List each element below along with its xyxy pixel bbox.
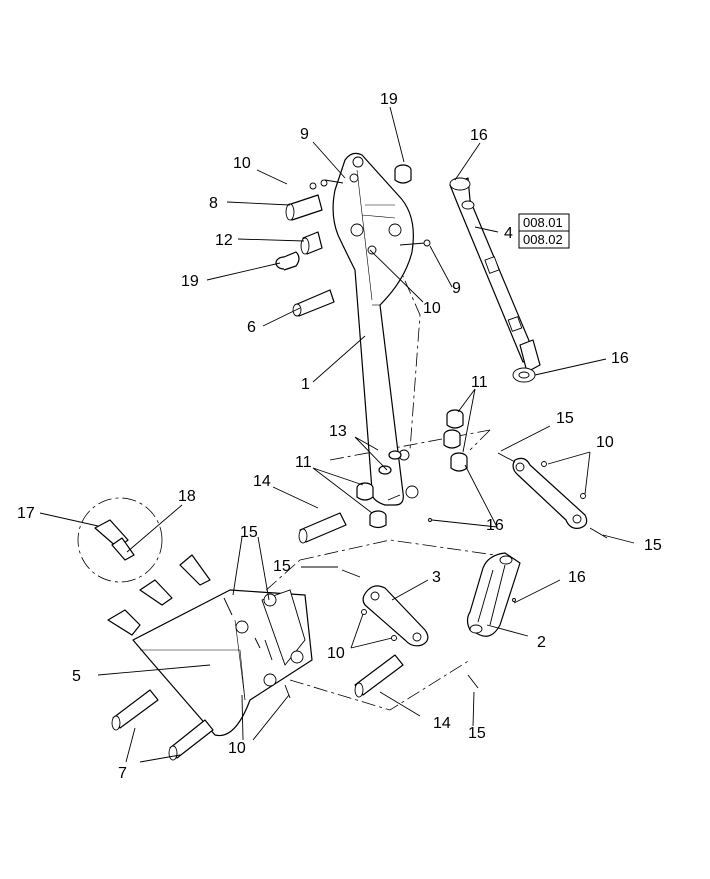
dipper-arm [332, 152, 419, 506]
callout-16-hlink: 16 [568, 569, 586, 586]
callout-10-bucket: 10 [228, 740, 246, 757]
callout-15-lower: 15 [468, 725, 486, 742]
callout-labels: 19 16 9 10 8 12 4 19 9 10 6 16 1 11 15 1… [17, 91, 662, 782]
callout-15-right: 15 [644, 537, 662, 554]
callout-11-right: 11 [471, 374, 488, 391]
reference-boxes: 008.01 008.02 [518, 213, 570, 249]
leader-lines [39, 106, 635, 763]
callout-8: 8 [209, 195, 218, 212]
callout-15-bucket: 15 [240, 524, 258, 541]
reference-box-2[interactable] [518, 230, 570, 249]
callout-10-top: 10 [233, 155, 251, 172]
upper-link [497, 452, 608, 539]
callout-17: 17 [17, 505, 35, 522]
callout-16-mid: 16 [486, 517, 504, 534]
reference-link-1[interactable]: 008.01 [523, 215, 563, 230]
bucket-pins [298, 512, 404, 698]
callout-14-lower: 14 [433, 715, 451, 732]
callout-15-mid: 15 [273, 558, 291, 575]
tilt-link [341, 569, 479, 689]
callout-15-upper: 15 [556, 410, 574, 427]
callout-6: 6 [247, 319, 256, 336]
callout-3: 3 [432, 569, 441, 586]
callout-10-link: 10 [596, 434, 614, 451]
tooth-detail [77, 497, 163, 583]
callout-12: 12 [215, 232, 233, 249]
callout-9-right: 9 [452, 280, 461, 297]
callout-16-cyl: 16 [611, 350, 629, 367]
callout-7: 7 [118, 765, 127, 782]
bucket [107, 554, 313, 737]
callout-1: 1 [301, 376, 310, 393]
callout-9-top: 9 [300, 126, 309, 143]
callout-10-upper: 10 [423, 300, 441, 317]
callout-4: 4 [504, 225, 513, 242]
hydraulic-cylinder [449, 177, 541, 383]
bucket-tooth-pins [111, 689, 214, 761]
callout-2: 2 [537, 634, 546, 651]
callout-5: 5 [72, 668, 81, 685]
callout-19-top: 19 [380, 91, 398, 108]
callout-18: 18 [178, 488, 196, 505]
callout-13: 13 [329, 423, 347, 440]
upper-pins-bushings [275, 164, 431, 317]
h-link [466, 552, 521, 637]
reference-link-2[interactable]: 008.02 [523, 232, 563, 247]
callout-14-upper: 14 [253, 473, 271, 490]
callout-10-lower: 10 [327, 645, 345, 662]
callout-11-left: 11 [295, 454, 312, 471]
callout-19-left: 19 [181, 273, 199, 290]
callout-16-top: 16 [470, 127, 488, 144]
